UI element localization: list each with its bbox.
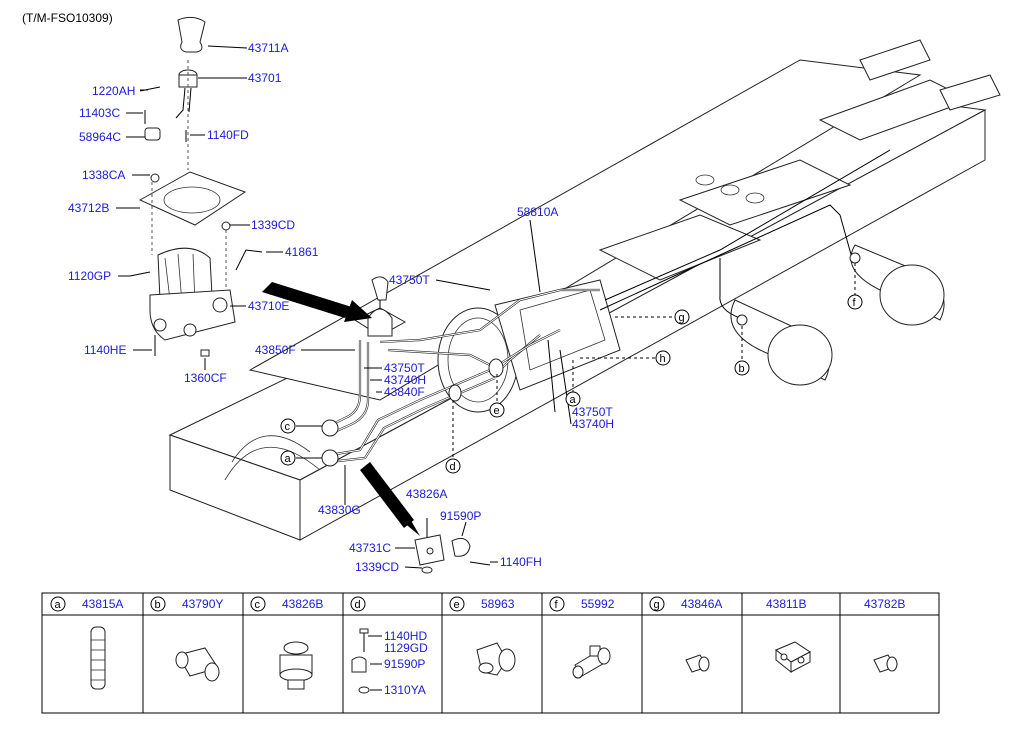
shift-cables — [321, 149, 891, 467]
callout-43711A: 43711A — [248, 41, 288, 55]
table-ref-a: a — [55, 599, 62, 611]
ref-a: a — [285, 453, 292, 465]
callout-1339CD: 1339CD — [251, 218, 295, 232]
ref-a-2: a — [570, 394, 577, 406]
part-illustration-g — [685, 654, 710, 673]
callout-labels: 43711A 43701 1220AH 11403C 58964C 1140FD… — [68, 41, 614, 574]
part-illustration-43782B — [873, 654, 898, 673]
callout-43750T-mid: 43750T — [384, 361, 425, 375]
table-ref-c: c — [255, 599, 261, 611]
tank-right — [850, 244, 945, 326]
table-ref-d: d — [355, 599, 361, 611]
part-illustration-c — [279, 641, 313, 690]
callout-1120GP: 1120GP — [68, 269, 111, 283]
callout-1360CF: 1360CF — [184, 371, 227, 385]
callout-11403C: 11403C — [79, 106, 120, 120]
part-illustration-43811B — [775, 641, 811, 674]
table-d-part-1: 1140HD — [384, 629, 427, 643]
ref-g: g — [679, 312, 685, 324]
shift-lever-assembly — [129, 16, 263, 357]
callout-43712B: 43712B — [68, 201, 109, 215]
ref-c: c — [285, 421, 291, 433]
callout-arrow-bottom — [360, 462, 414, 528]
table-ref-g: g — [654, 599, 660, 611]
table-ref-b: b — [155, 599, 161, 611]
callout-arrow-top — [262, 282, 355, 318]
ref-b: b — [739, 363, 745, 375]
callout-43750T-low: 43750T — [572, 405, 613, 419]
callout-43826A: 43826A — [406, 487, 447, 501]
part-illustration-f — [572, 645, 611, 679]
part-illustration-e — [476, 642, 516, 676]
callout-43740H-mid: 43740H — [384, 373, 426, 387]
table-part-43782B: 43782B — [864, 597, 905, 611]
table-d-part-2: 1129GD — [384, 641, 428, 655]
callout-43850F: 43850F — [255, 343, 296, 357]
table-ref-f: f — [555, 599, 559, 611]
callout-43710E: 43710E — [248, 299, 289, 313]
callout-43840F: 43840F — [384, 385, 425, 399]
table-part-g: 43846A — [681, 597, 722, 611]
part-illustration-a — [90, 626, 106, 690]
diagram-code: (T/M-FSO10309) — [22, 11, 113, 25]
table-part-b: 43790Y — [182, 597, 223, 611]
bracket-assembly — [414, 518, 491, 574]
callout-1140FD: 1140FD — [207, 128, 249, 142]
ref-f: f — [853, 297, 857, 309]
callout-91590P: 91590P — [440, 509, 481, 523]
callout-58810A: 58810A — [517, 205, 558, 219]
callout-58964C: 58964C — [79, 130, 121, 144]
tank-left — [730, 299, 833, 386]
callout-41861: 41861 — [285, 245, 319, 259]
table-ref-e: e — [454, 599, 460, 611]
table-part-e: 58963 — [481, 597, 515, 611]
table-part-43811B: 43811B — [766, 597, 806, 611]
ref-h: h — [660, 353, 666, 365]
callout-43830G: 43830G — [318, 503, 361, 517]
callout-1220AH: 1220AH — [92, 84, 135, 98]
callout-1339CD-bottom: 1339CD — [355, 560, 399, 574]
table-part-c: 43826B — [282, 597, 323, 611]
callout-43731C: 43731C — [349, 541, 391, 555]
ref-e: e — [494, 405, 500, 417]
callout-1338CA: 1338CA — [82, 168, 125, 182]
table-part-f: 55992 — [581, 597, 615, 611]
part-illustration-d: 1140HD 1129GD 91590P 1310YA — [351, 628, 428, 697]
ref-d: d — [450, 461, 456, 473]
part-illustration-b — [175, 647, 220, 682]
table-d-part-3: 91590P — [384, 657, 425, 671]
parts-table: a 43815A b 43790Y c 43826B d e 58963 f 5… — [41, 592, 940, 714]
leader-lines — [116, 45, 856, 569]
ref-markers: a c d e a h g b f — [280, 294, 863, 474]
table-d-part-4: 1310YA — [384, 683, 426, 697]
callout-43750T-top: 43750T — [389, 273, 430, 287]
callout-43701: 43701 — [248, 71, 282, 85]
callout-43740H-low: 43740H — [572, 417, 614, 431]
callout-1140FH: 1140FH — [500, 555, 542, 569]
chassis-frame — [168, 39, 1001, 541]
callout-1140HE: 1140HE — [84, 343, 126, 357]
table-part-a: 43815A — [82, 597, 123, 611]
